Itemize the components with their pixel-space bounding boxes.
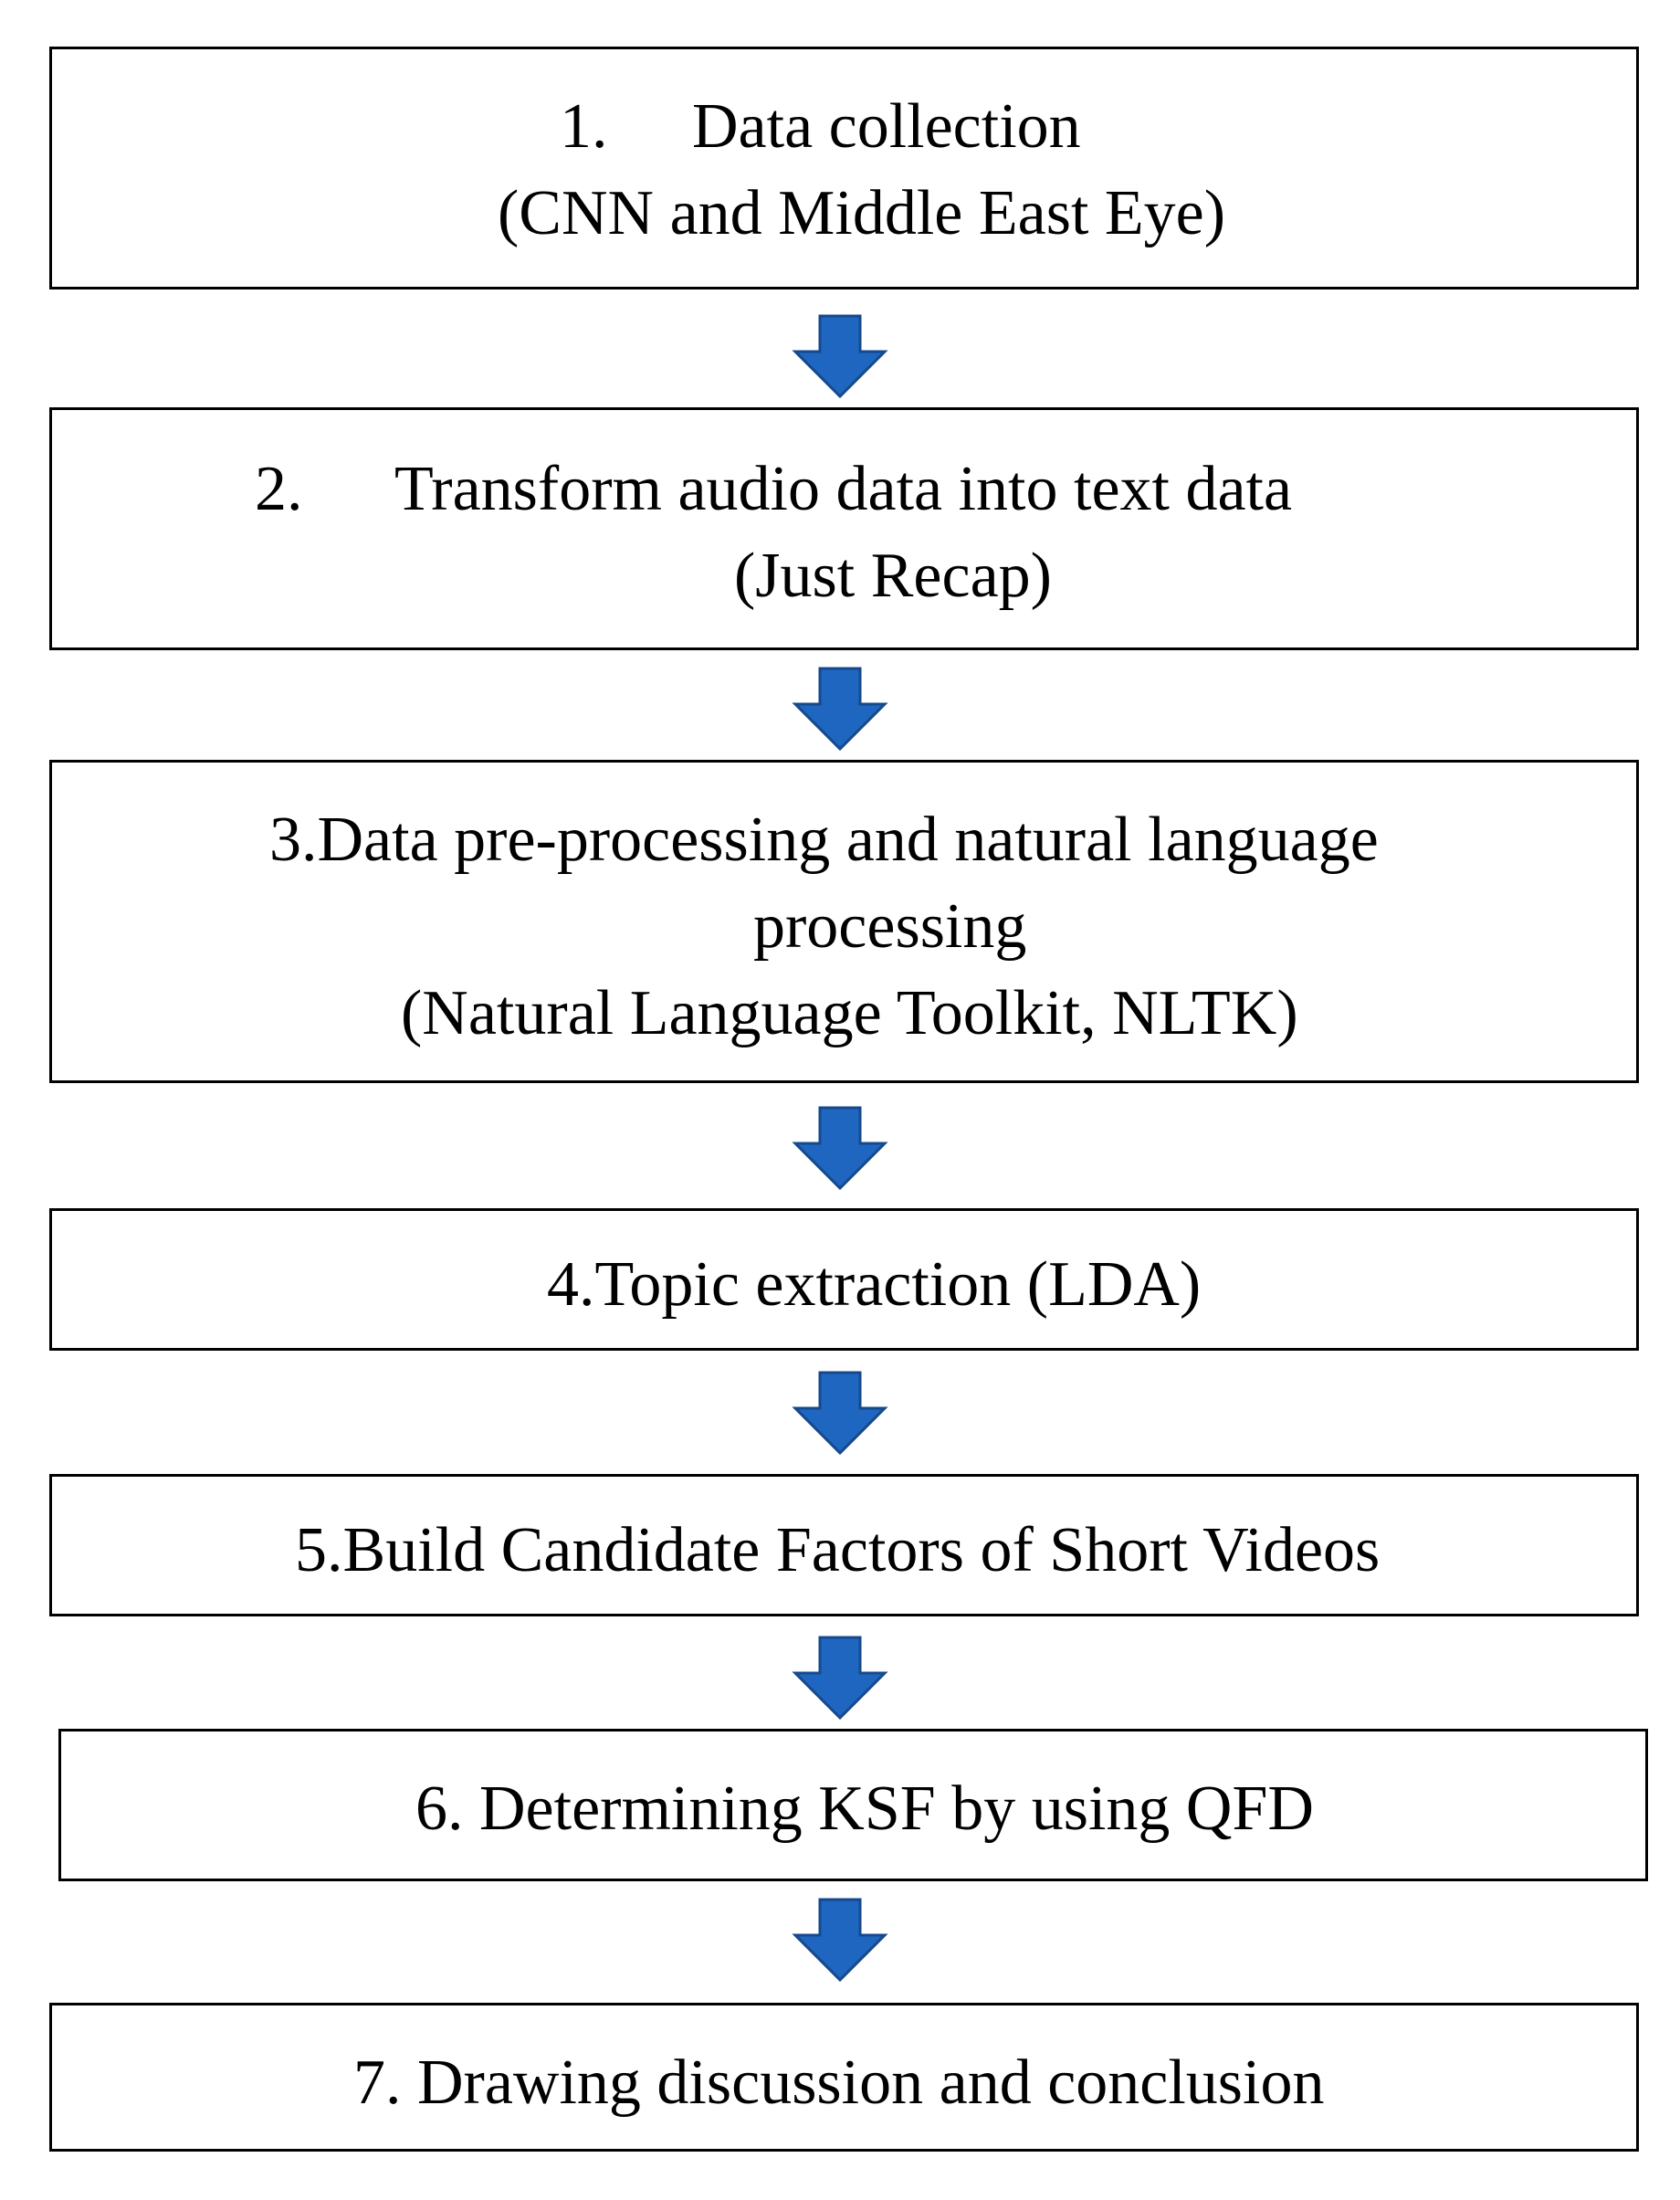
step-7-box: 7. Drawing discussion and conclusion [49, 2003, 1639, 2152]
step-6-box: 6. Determining KSF by using QFD [58, 1729, 1648, 1881]
step-3-box: 3.Data pre-processing and natural langua… [49, 760, 1639, 1083]
down-arrow-icon [790, 1370, 890, 1457]
step-7-title: 7. Drawing discussion and conclusion [353, 2047, 1325, 2118]
down-arrow-icon [790, 1897, 890, 1984]
step-2-number: 2. [255, 454, 303, 524]
step-1-title: 1.Data collection [560, 95, 1081, 159]
step-2-box: 2.Transform audio data into text data (J… [49, 407, 1639, 650]
down-arrow-icon [790, 313, 890, 400]
step-1-number: 1. [560, 91, 608, 162]
down-arrow-icon [790, 1105, 890, 1192]
step-2-title: 2.Transform audio data into text data [255, 458, 1292, 521]
step-4-box: 4.Topic extraction (LDA) [49, 1208, 1639, 1351]
down-arrow-icon [790, 1635, 890, 1721]
step-5-box: 5.Build Candidate Factors of Short Video… [49, 1474, 1639, 1616]
step-3-title-line-1: 3.Data pre-processing and natural langua… [269, 805, 1379, 875]
step-5-title: 5.Build Candidate Factors of Short Video… [295, 1515, 1381, 1585]
step-1-detail: (CNN and Middle East Eye) [498, 178, 1226, 248]
down-arrow-icon [790, 666, 890, 753]
step-4-title: 4.Topic extraction (LDA) [547, 1249, 1202, 1320]
step-6-title: 6. Determining KSF by using QFD [415, 1774, 1314, 1844]
step-3-detail: (Natural Language Toolkit, NLTK) [401, 978, 1298, 1048]
step-2-title-text: Transform audio data into text data [394, 454, 1293, 524]
step-1-title-text: Data collection [692, 91, 1081, 162]
step-1-box: 1.Data collection (CNN and Middle East E… [49, 47, 1639, 289]
step-2-detail: (Just Recap) [734, 541, 1052, 611]
step-3-title-line-2: processing [753, 891, 1027, 962]
